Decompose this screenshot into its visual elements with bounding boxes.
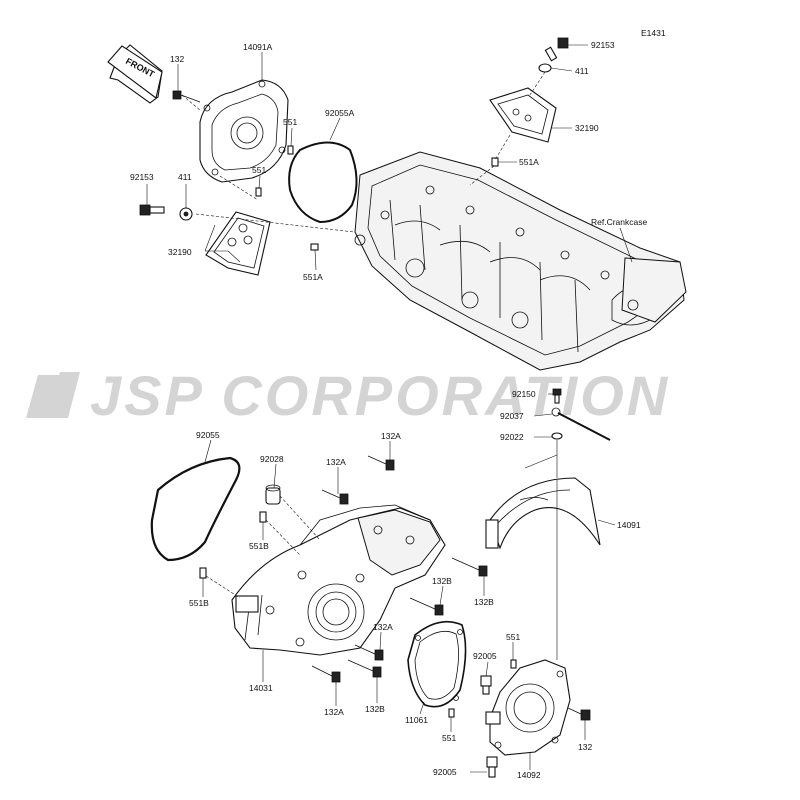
label-551A-top: 551A xyxy=(519,157,539,167)
lower-leader-lines xyxy=(202,393,616,773)
label-411-left: 411 xyxy=(178,172,192,182)
label-92055: 92055 xyxy=(196,430,220,440)
bolt-92153-left xyxy=(139,204,165,216)
label-132B-1: 132B xyxy=(432,576,452,586)
label-14092: 14092 xyxy=(517,770,541,780)
label-92022: 92022 xyxy=(500,432,524,442)
washer-92022 xyxy=(551,432,563,440)
plug-92028 xyxy=(265,484,281,505)
label-132A-2: 132A xyxy=(381,431,401,441)
gasket-92055A xyxy=(288,141,358,224)
bracket-32190-top xyxy=(489,87,557,143)
label-132B-2: 132B xyxy=(474,597,494,607)
bolt-132B-1 xyxy=(451,557,488,577)
label-92028: 92028 xyxy=(260,454,284,464)
watermark: JSP CORPORATION xyxy=(26,364,670,427)
diagram-code: E1431 xyxy=(641,28,666,38)
clamp-92037 xyxy=(551,407,611,441)
label-132-bottom: 132 xyxy=(578,742,592,752)
bolt-132B-2 xyxy=(409,597,444,616)
bolt-132-top xyxy=(172,90,201,103)
cover-14092 xyxy=(485,659,571,756)
label-14031: 14031 xyxy=(249,683,273,693)
label-92153-left: 92153 xyxy=(130,172,154,182)
cover-14091 xyxy=(485,477,601,550)
label-132A-1: 132A xyxy=(326,457,346,467)
dowel-pin-551-d xyxy=(448,708,455,718)
dowel-pin-551A-top xyxy=(491,157,499,167)
gasket-92055 xyxy=(150,456,241,562)
cover-14091A xyxy=(199,79,289,183)
gasket-11061 xyxy=(407,620,467,708)
label-14091A: 14091A xyxy=(243,42,273,52)
front-arrow-icon: FRONT xyxy=(107,44,163,104)
label-92153-top: 92153 xyxy=(591,40,615,50)
screw-92150 xyxy=(552,388,562,404)
upper-leader-lines xyxy=(146,44,633,271)
label-132-top: 132 xyxy=(170,54,184,64)
watermark-text: JSP CORPORATION xyxy=(90,364,670,427)
bolt-132-bottom xyxy=(567,707,591,721)
label-132A-3: 132A xyxy=(373,622,393,632)
fitting-92005-1 xyxy=(480,675,492,695)
dowel-pin-551A-left xyxy=(310,243,319,251)
crankcase-body xyxy=(354,151,687,371)
label-11061: 11061 xyxy=(405,715,428,725)
bolt-132A-4 xyxy=(311,665,341,683)
label-411-top: 411 xyxy=(575,66,589,76)
label-132A-4: 132A xyxy=(324,707,344,717)
dowel-pin-551B-1 xyxy=(259,511,267,523)
label-551-a: 551 xyxy=(283,117,297,127)
label-551-c: 551 xyxy=(506,632,520,642)
dowel-pin-551-a xyxy=(287,145,294,155)
label-32190-top: 32190 xyxy=(575,123,599,133)
fitting-92005-2 xyxy=(486,756,498,778)
housing-14031 xyxy=(231,504,446,656)
bolt-92153-top xyxy=(544,37,569,62)
label-92037: 92037 xyxy=(500,411,524,421)
label-551B-2: 551B xyxy=(189,598,209,608)
label-92150: 92150 xyxy=(512,389,536,399)
label-92005-1: 92005 xyxy=(473,651,497,661)
dowel-pin-551B-2 xyxy=(199,567,207,579)
label-14091: 14091 xyxy=(617,520,641,530)
label-92055A: 92055A xyxy=(325,108,355,118)
label-32190-left: 32190 xyxy=(168,247,192,257)
label-551A-left: 551A xyxy=(303,272,323,282)
label-92005-2: 92005 xyxy=(433,767,457,777)
bracket-32190-left xyxy=(205,211,271,276)
bolt-132A-3 xyxy=(354,644,384,661)
washer-411-top xyxy=(538,63,552,73)
bolt-132B-3 xyxy=(347,659,382,678)
label-551-b: 551 xyxy=(252,165,266,175)
label-551B-1: 551B xyxy=(249,541,269,551)
label-132B-3: 132B xyxy=(365,704,385,714)
dowel-pin-551-c xyxy=(510,659,517,669)
bolt-132A-2 xyxy=(321,489,349,505)
label-ref-crankcase: Ref.Crankcase xyxy=(591,217,647,227)
label-551-d: 551 xyxy=(442,733,456,743)
dowel-pin-551-b xyxy=(255,187,262,197)
